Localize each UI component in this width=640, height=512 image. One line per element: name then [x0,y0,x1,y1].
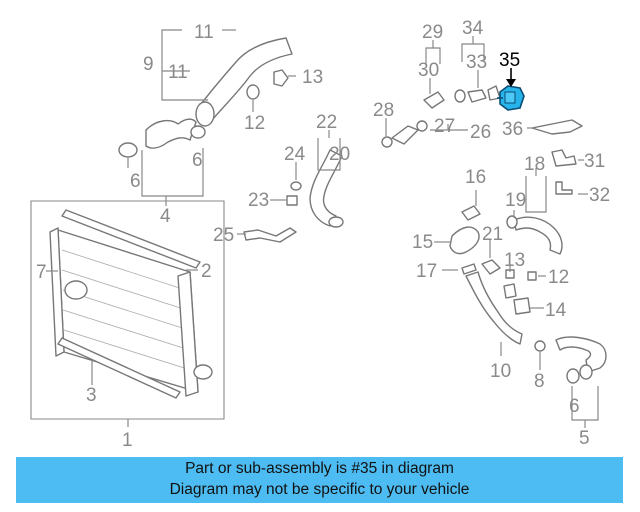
banner-line-2: Diagram may not be specific to your vehi… [169,481,470,498]
callout-33: 33 [466,52,487,73]
callout-11b: 11 [168,62,188,83]
callout-28: 28 [373,100,394,121]
callout-27: 27 [434,116,455,137]
callout-22: 22 [316,112,337,133]
callout-19: 19 [505,190,526,211]
callout-labels: 1 2 3 4 5 6 6 6 7 8 9 10 11 11 12 12 13 … [36,18,610,451]
callout-20: 20 [329,144,350,165]
callout-31: 31 [584,151,605,172]
callout-10: 10 [490,361,511,382]
callout-16: 16 [465,167,486,188]
upper-middle-parts [381,36,501,148]
callout-2: 2 [201,261,212,282]
charge-hose-upper-left [118,29,296,206]
callout-35[interactable]: 35 [499,50,520,71]
callout-6b: 6 [192,150,203,171]
lower-right-hoses [434,168,607,428]
callout-6a: 6 [130,171,141,192]
callout-12a: 12 [244,113,265,134]
callout-11a: 11 [194,22,214,43]
callout-25: 25 [213,225,234,246]
callout-13a: 13 [302,67,323,88]
intercooler-group [30,200,225,427]
callout-15: 15 [412,232,433,253]
callout-13b: 13 [504,250,525,271]
pointer-arrow-icon [506,68,516,87]
callout-29: 29 [422,22,443,43]
callout-12b: 12 [548,267,569,288]
callout-9: 9 [143,54,154,75]
callout-1: 1 [122,430,133,451]
callout-3: 3 [86,385,97,406]
callout-23: 23 [248,190,269,211]
callout-26: 26 [470,122,491,143]
callout-34: 34 [462,18,484,39]
callout-5: 5 [579,428,590,449]
info-banner: Part or sub-assembly is #35 in diagram D… [16,457,623,503]
part-35-diverter-valve[interactable] [497,85,525,111]
callout-30: 30 [418,60,439,81]
callout-32: 32 [589,185,610,206]
callout-4: 4 [160,206,171,227]
callout-8: 8 [534,371,545,392]
right-brackets [527,119,588,195]
callout-7: 7 [36,262,47,283]
charge-pipe-middle [237,130,344,243]
banner-line-1: Part or sub-assembly is #35 in diagram [185,460,454,477]
callout-18: 18 [524,154,545,175]
callout-24: 24 [284,144,306,165]
callout-21: 21 [482,224,503,245]
callout-17: 17 [416,261,437,282]
callout-36: 36 [502,119,523,140]
callout-14: 14 [545,300,567,321]
callout-6c: 6 [569,396,580,417]
